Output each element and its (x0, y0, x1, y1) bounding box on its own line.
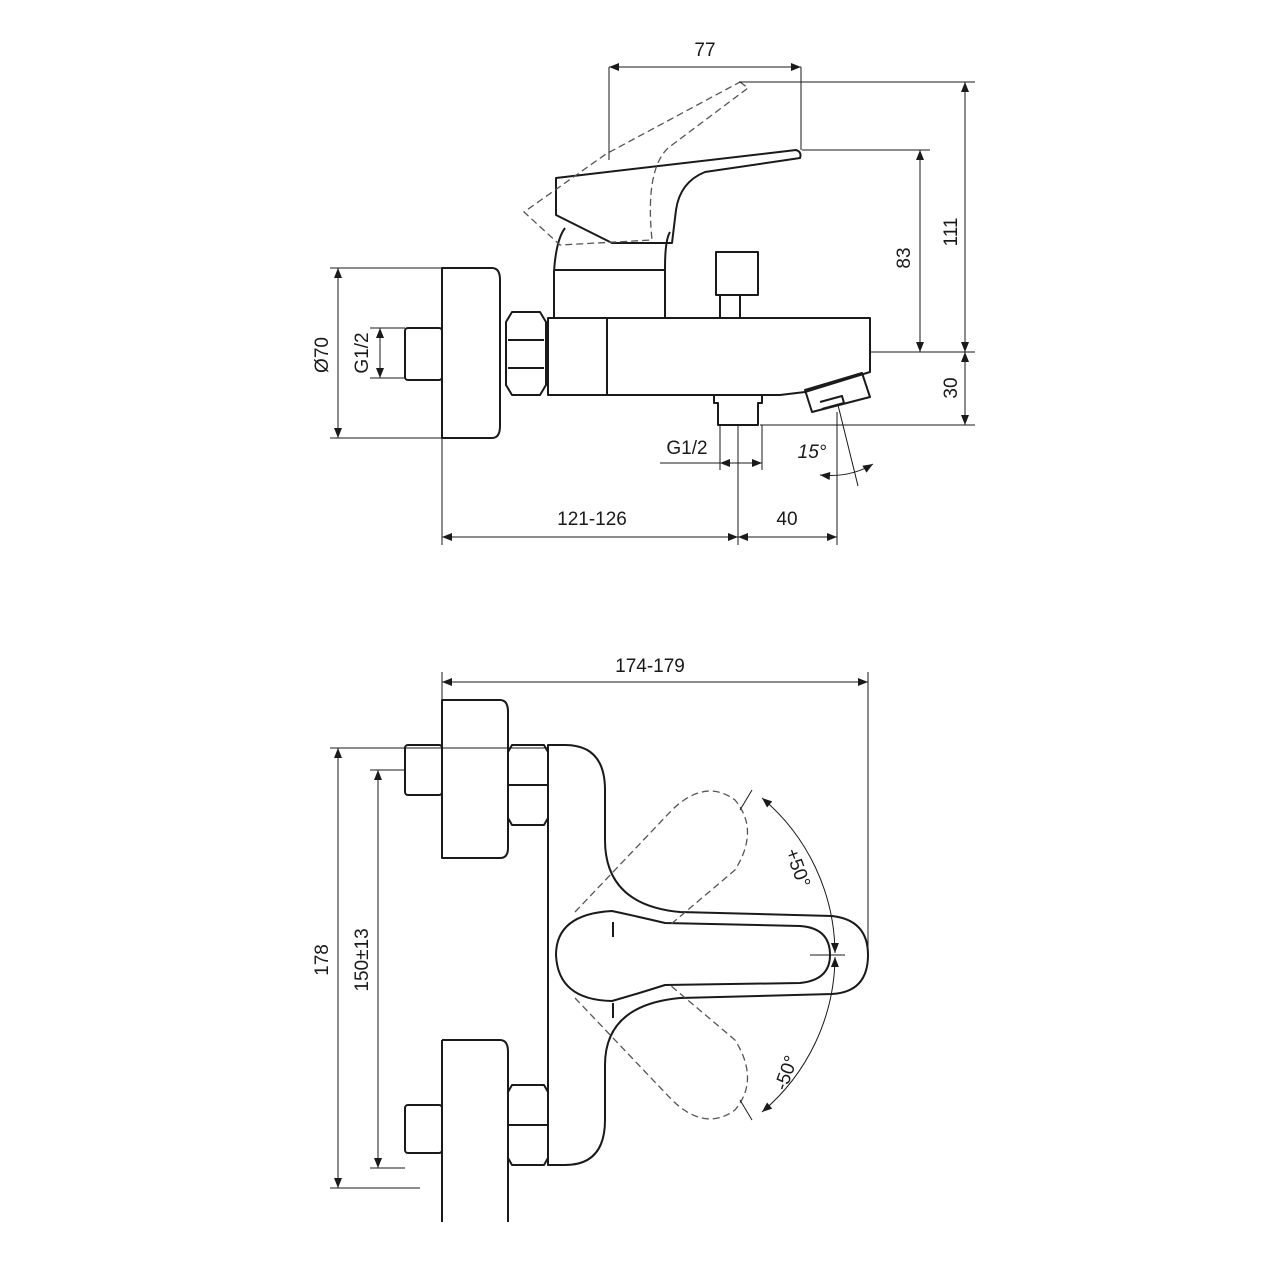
diverter-knob (715, 251, 759, 318)
wall-flange (441, 267, 501, 439)
side-view: 77 111 83 30 Ø70 G1/2 G1/2 15° 121-126 4… (312, 40, 975, 545)
dim-overall-width: 178 (312, 944, 333, 976)
outlet-connection (713, 394, 763, 426)
dim-arc-15 (819, 463, 874, 480)
lever-handle-top (555, 910, 831, 1002)
inlet-stub (404, 327, 443, 381)
top-view: 174-179 +50° -50° 178 150±13 (312, 656, 869, 1222)
mixer-body-plate (547, 744, 869, 1166)
mixer-body (547, 317, 871, 396)
extension-lines-left (330, 267, 442, 439)
dim-inlet-thread: G1/2 (352, 332, 373, 373)
lower-hex-nut (507, 1084, 549, 1166)
dim-center-distance: 150±13 (352, 928, 373, 991)
hex-nut (505, 311, 547, 396)
upper-hex-nut (507, 744, 549, 826)
cartridge-housing (553, 227, 671, 318)
extension-lines-bottom (441, 412, 838, 545)
lever-minus-position (574, 984, 748, 1120)
dim-lever-height: 83 (894, 247, 915, 268)
extension-lines-left-top (330, 747, 548, 1189)
angle-extension-lines (739, 789, 845, 1121)
dim-wall-to-outlet: 121-126 (557, 509, 627, 530)
dim-outlet-to-spout: 40 (776, 509, 797, 530)
dim-lever-reach: 77 (694, 40, 715, 61)
spout-outlet (804, 372, 871, 413)
upper-flange (441, 699, 509, 859)
dim-spout-angle: 15° (798, 442, 827, 463)
dim-total-depth: 174-179 (615, 656, 685, 677)
dim-flange-diameter: Ø70 (312, 337, 333, 373)
dim-rotation-plus: +50° (780, 846, 813, 891)
dim-outlet-thread: G1/2 (666, 438, 707, 459)
extension-lines (608, 67, 975, 426)
dim-total-height: 111 (941, 218, 962, 247)
upper-inlet-stub (404, 744, 443, 796)
lower-inlet-stub (404, 1104, 443, 1154)
dim-rotation-minus: -50° (771, 1053, 803, 1093)
lever-handle (555, 149, 802, 244)
dim-spout-height: 30 (941, 377, 962, 398)
dim-arc-minus (761, 956, 839, 1113)
lever-plus-position (574, 790, 748, 926)
extension-lines-top (441, 672, 869, 955)
lever-open-position (522, 81, 750, 246)
dim-arc-plus (761, 797, 839, 954)
lower-flange (441, 1039, 509, 1222)
